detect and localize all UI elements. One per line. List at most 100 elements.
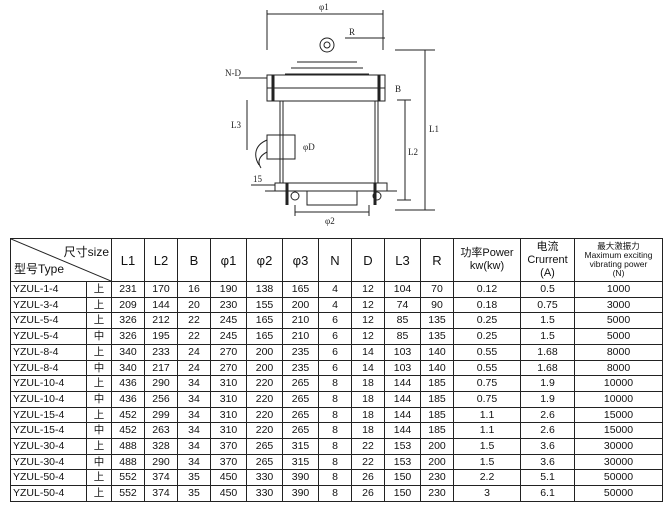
cell-phi2: 330 (246, 469, 283, 487)
cell-B: 34 (177, 422, 211, 440)
cell-force: 50000 (574, 469, 663, 487)
cell-model: YZUL-8-4 (10, 359, 87, 377)
cell-N: 8 (318, 485, 352, 502)
cell-R: 200 (420, 438, 454, 455)
cell-current: 1.68 (520, 343, 575, 361)
cell-R: 140 (420, 343, 454, 361)
cell-force: 8000 (574, 359, 663, 377)
cell-N: 8 (318, 422, 352, 440)
cell-position: 上 (86, 343, 112, 361)
cell-phi3: 265 (282, 390, 319, 408)
cell-L1: 452 (111, 422, 145, 440)
cell-L1: 488 (111, 453, 145, 471)
cell-model: YZUL-10-4 (10, 375, 87, 392)
cell-model: YZUL-5-4 (10, 328, 87, 345)
cell-phi3: 265 (282, 422, 319, 440)
cell-power: 0.25 (453, 312, 521, 330)
cell-current: 0.75 (520, 296, 575, 314)
cell-model: YZUL-5-4 (10, 312, 87, 330)
cell-L2: 144 (144, 296, 178, 314)
cell-model: YZUL-30-4 (10, 438, 87, 455)
cell-current: 1.9 (520, 375, 575, 392)
cell-L1: 552 (111, 469, 145, 487)
cell-B: 35 (177, 485, 211, 502)
cell-B: 16 (177, 281, 211, 298)
cell-L1: 231 (111, 281, 145, 298)
cell-B: 34 (177, 390, 211, 408)
header-power: 功率Power kw(kw) (453, 238, 521, 282)
header-D: D (351, 238, 385, 282)
cell-phi2: 220 (246, 390, 283, 408)
cell-current: 1.9 (520, 390, 575, 408)
cell-D: 18 (351, 390, 385, 408)
cell-phi3: 315 (282, 453, 319, 471)
cell-L2: 290 (144, 453, 178, 471)
cell-L2: 195 (144, 328, 178, 345)
cell-phi1: 270 (210, 359, 247, 377)
cell-L3: 144 (384, 375, 421, 392)
label-L1: L1 (429, 124, 439, 134)
cell-force: 15000 (574, 406, 663, 424)
cell-phi1: 245 (210, 328, 247, 345)
cell-R: 185 (420, 422, 454, 440)
diagonal-divider (11, 239, 111, 281)
cell-current: 0.5 (520, 281, 575, 298)
cell-L3: 85 (384, 328, 421, 345)
cell-N: 8 (318, 438, 352, 455)
cell-L2: 290 (144, 375, 178, 392)
cell-N: 8 (318, 406, 352, 424)
cell-phi1: 245 (210, 312, 247, 330)
header-L2: L2 (144, 238, 178, 282)
label-phiD: φD (303, 142, 315, 152)
cell-phi3: 210 (282, 312, 319, 330)
cell-power: 0.75 (453, 375, 521, 392)
cell-D: 18 (351, 406, 385, 424)
cell-L2: 328 (144, 438, 178, 455)
cell-phi2: 138 (246, 281, 283, 298)
label-L3: L3 (231, 120, 241, 130)
cell-power: 1.5 (453, 438, 521, 455)
cell-L1: 209 (111, 296, 145, 314)
cell-phi2: 155 (246, 296, 283, 314)
cell-position: 上 (86, 406, 112, 424)
cell-phi2: 220 (246, 422, 283, 440)
cell-N: 6 (318, 343, 352, 361)
label-phi2: φ2 (325, 216, 335, 226)
cell-force: 8000 (574, 343, 663, 361)
cell-model: YZUL-8-4 (10, 343, 87, 361)
header-B: B (177, 238, 211, 282)
cell-N: 6 (318, 312, 352, 330)
cell-phi3: 235 (282, 343, 319, 361)
cell-R: 140 (420, 359, 454, 377)
cell-position: 上 (86, 296, 112, 314)
cell-current: 3.6 (520, 438, 575, 455)
cell-position: 上 (86, 485, 112, 502)
cell-B: 20 (177, 296, 211, 314)
cell-D: 18 (351, 375, 385, 392)
cell-force: 3000 (574, 296, 663, 314)
cell-phi1: 230 (210, 296, 247, 314)
cell-model: YZUL-3-4 (10, 296, 87, 314)
cell-L1: 340 (111, 343, 145, 361)
cell-phi2: 330 (246, 485, 283, 502)
cell-N: 6 (318, 328, 352, 345)
cell-phi1: 270 (210, 343, 247, 361)
cell-N: 4 (318, 281, 352, 298)
cell-force: 5000 (574, 312, 663, 330)
cell-force: 1000 (574, 281, 663, 298)
cell-power: 0.75 (453, 390, 521, 408)
cell-current: 1.5 (520, 328, 575, 345)
cell-position: 上 (86, 438, 112, 455)
cell-phi2: 200 (246, 343, 283, 361)
cell-force: 30000 (574, 453, 663, 471)
cell-force: 30000 (574, 438, 663, 455)
header-L3: L3 (384, 238, 421, 282)
cell-phi3: 235 (282, 359, 319, 377)
cell-phi1: 190 (210, 281, 247, 298)
cell-current: 2.6 (520, 406, 575, 424)
cell-position: 中 (86, 422, 112, 440)
